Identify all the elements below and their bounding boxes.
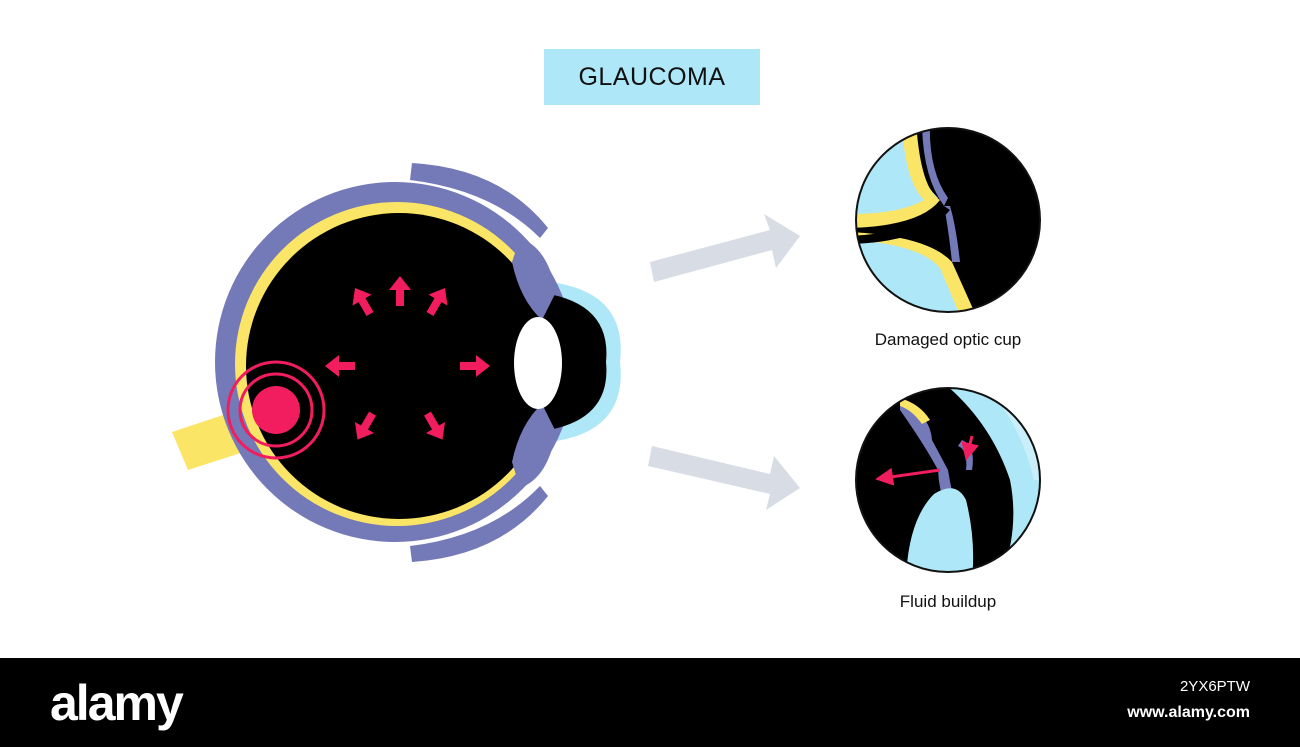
- title-box: GLAUCOMA: [544, 49, 760, 105]
- pressure-arrow-icon: [352, 288, 374, 317]
- pressure-arrow-icon: [424, 411, 446, 440]
- site-url: www.alamy.com: [1127, 704, 1250, 721]
- eye-interior: [246, 213, 552, 519]
- pressure-arrow-icon: [354, 411, 376, 440]
- pressure-arrow-icon: [426, 288, 448, 317]
- lower-eyelid: [410, 486, 548, 562]
- lens: [514, 317, 562, 409]
- watermark-bar: alamy 2YX6PTW www.alamy.com: [0, 658, 1300, 747]
- pointer-arrow-icon: [650, 214, 800, 282]
- iris-upper: [512, 238, 556, 320]
- optic-cup-caption: Damaged optic cup: [874, 330, 1022, 349]
- upper-eyelid: [410, 163, 548, 238]
- pressure-arrow-icon: [460, 355, 490, 377]
- iris-lower: [512, 404, 556, 488]
- pressure-arrow-icon: [389, 276, 411, 306]
- fluid-detail: [855, 387, 1041, 573]
- diagram-title: GLAUCOMA: [578, 62, 726, 91]
- fluid-caption: Fluid buildup: [899, 592, 997, 611]
- pressure-arrow-icon: [325, 355, 355, 377]
- pointer-arrow-icon: [648, 446, 800, 510]
- image-id: 2YX6PTW: [1179, 678, 1250, 695]
- optic-cup-detail: [855, 127, 1041, 313]
- illustration: [172, 127, 1041, 573]
- pressure-focus: [226, 360, 326, 460]
- brand-logo: alamy: [50, 675, 184, 731]
- glaucoma-diagram: GLAUCOMA: [172, 49, 1041, 611]
